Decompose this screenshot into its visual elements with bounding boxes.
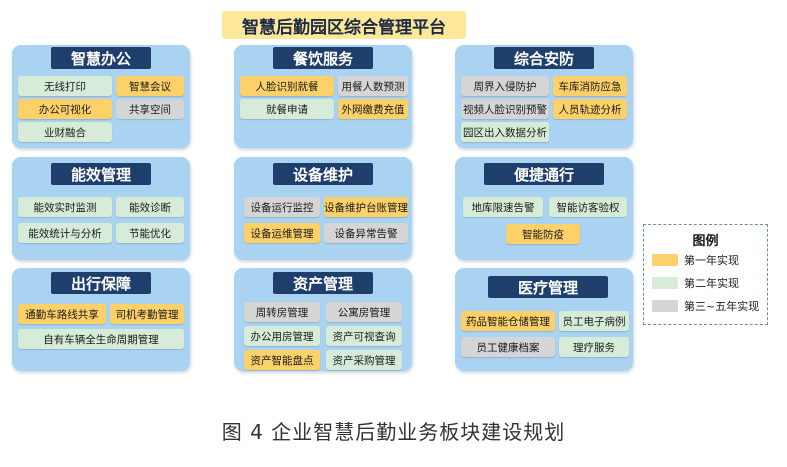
module-catering: 餐饮服务 人脸识别就餐 用餐人数预测 就餐申请 外网缴费充值 — [234, 45, 412, 148]
security-item-trajectory: 人员轨迹分析 — [553, 99, 627, 119]
legend-item-year3to5: 第三~五年实现 — [652, 298, 759, 313]
office-item-wireless-print: 无线打印 — [18, 76, 112, 96]
legend: 图例 第一年实现 第二年实现 第三~五年实现 — [643, 224, 768, 325]
module-header-assets: 资产管理 — [273, 272, 373, 294]
medical-item-health-archive: 员工健康档案 — [461, 337, 555, 357]
access-item-visitor-auth: 智能访客验权 — [549, 197, 627, 217]
security-item-perimeter: 周界入侵防护 — [461, 76, 549, 96]
catering-item-diner-forecast: 用餐人数预测 — [338, 76, 408, 96]
travel-item-commute-route: 通勤车路线共享 — [18, 304, 106, 324]
medical-item-e-records: 员工电子病例 — [559, 311, 629, 331]
legend-label-year3to5: 第三~五年实现 — [684, 299, 760, 313]
office-item-finance-integration: 业财融合 — [18, 122, 112, 142]
legend-swatch-year1 — [652, 253, 678, 266]
security-item-entry-analysis: 园区出入数据分析 — [461, 122, 549, 142]
energy-item-optimization: 节能优化 — [116, 223, 184, 243]
security-item-face-alert: 视频人脸识别预警 — [461, 99, 549, 119]
figure-caption: 图 4 企业智慧后勤业务板块建设规划 — [221, 420, 566, 444]
security-item-garage-fire: 车库消防应急 — [553, 76, 627, 96]
legend-title: 图例 — [692, 234, 719, 249]
energy-item-diagnosis: 能效诊断 — [116, 197, 184, 217]
module-equipment: 设备维护 设备运行监控 设备维护台账管理 设备运维管理 设备异常告警 — [234, 157, 412, 260]
office-item-smart-meeting: 智慧会议 — [116, 76, 184, 96]
legend-swatch-year3to5 — [652, 299, 678, 312]
equipment-item-operations: 设备运维管理 — [244, 223, 320, 243]
legend-swatch-year2 — [652, 276, 678, 289]
module-smart-office: 智慧办公 无线打印 智慧会议 办公可视化 共享空间 业财融合 — [12, 45, 190, 148]
legend-item-year1: 第一年实现 — [652, 252, 739, 267]
module-header-travel: 出行保障 — [51, 272, 151, 294]
catering-item-meal-request: 就餐申请 — [240, 99, 334, 119]
energy-item-realtime: 能效实时监测 — [18, 197, 112, 217]
module-travel: 出行保障 通勤车路线共享 司机考勤管理 自有车辆全生命周期管理 — [12, 268, 190, 371]
catering-item-online-topup: 外网缴费充值 — [338, 99, 408, 119]
module-header-smart-office: 智慧办公 — [51, 47, 151, 69]
legend-label-year1: 第一年实现 — [684, 253, 739, 267]
module-security: 综合安防 周界入侵防护 车库消防应急 视频人脸识别预警 人员轨迹分析 园区出入数… — [455, 45, 633, 148]
module-header-security: 综合安防 — [494, 47, 594, 69]
office-item-shared-space: 共享空间 — [116, 99, 184, 119]
equipment-item-monitoring: 设备运行监控 — [244, 197, 320, 217]
module-header-energy: 能效管理 — [51, 163, 151, 185]
legend-item-year2: 第二年实现 — [652, 275, 739, 290]
module-header-equipment: 设备维护 — [273, 163, 373, 185]
travel-item-vehicle-lifecycle: 自有车辆全生命周期管理 — [18, 329, 184, 349]
assets-item-office-rooms: 办公用房管理 — [244, 326, 320, 346]
equipment-item-alarm: 设备异常告警 — [324, 223, 408, 243]
assets-item-apartment: 公寓房管理 — [326, 302, 402, 322]
module-header-catering: 餐饮服务 — [273, 47, 373, 69]
access-item-epidemic: 智能防疫 — [506, 224, 580, 244]
access-item-speed-alert: 地库限速告警 — [463, 197, 543, 217]
office-item-office-visualization: 办公可视化 — [18, 99, 112, 119]
module-header-medical: 医疗管理 — [488, 276, 608, 298]
module-header-access: 便捷通行 — [484, 163, 604, 185]
travel-item-driver-attendance: 司机考勤管理 — [110, 304, 184, 324]
energy-item-statistics: 能效统计与分析 — [18, 223, 112, 243]
module-access: 便捷通行 地库限速告警 智能访客验权 智能防疫 — [455, 157, 633, 260]
assets-item-smart-inventory: 资产智能盘点 — [244, 350, 320, 370]
medical-item-physiotherapy: 理疗服务 — [559, 337, 629, 357]
module-medical: 医疗管理 药品智能仓储管理 员工电子病例 员工健康档案 理疗服务 — [455, 268, 633, 371]
assets-item-visual-query: 资产可视查询 — [326, 326, 402, 346]
assets-item-turnover-housing: 周转房管理 — [244, 302, 320, 322]
module-assets: 资产管理 周转房管理 公寓房管理 办公用房管理 资产可视查询 资产智能盘点 资产… — [234, 268, 412, 371]
medical-item-drug-storage: 药品智能仓储管理 — [461, 311, 555, 331]
catering-item-face-dining: 人脸识别就餐 — [240, 76, 334, 96]
platform-title: 智慧后勤园区综合管理平台 — [222, 11, 466, 39]
assets-item-procurement: 资产采购管理 — [326, 350, 402, 370]
module-energy: 能效管理 能效实时监测 能效诊断 能效统计与分析 节能优化 — [12, 157, 190, 260]
legend-label-year2: 第二年实现 — [684, 276, 739, 290]
equipment-item-ledger: 设备维护台账管理 — [324, 197, 408, 217]
